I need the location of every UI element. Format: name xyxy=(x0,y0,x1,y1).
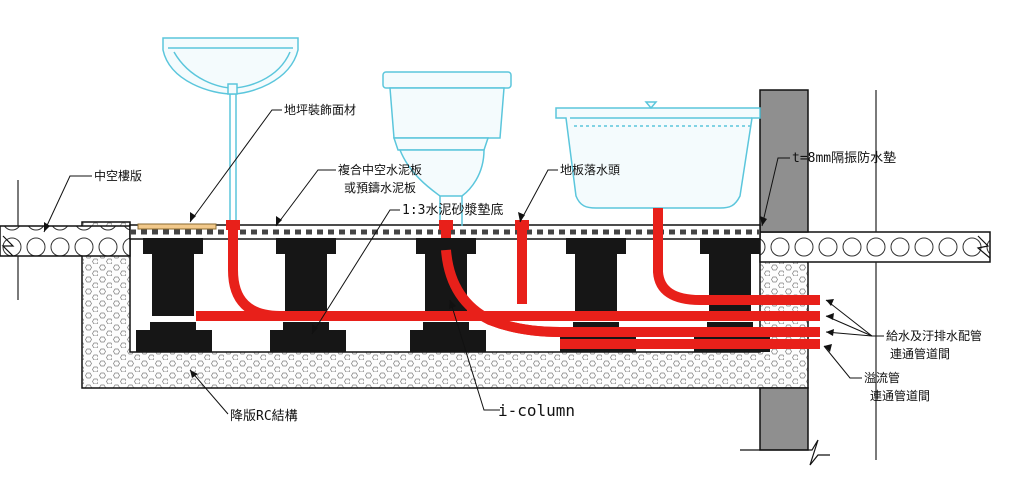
hollow-slab-right xyxy=(759,231,991,263)
label-mortar: 1:3水泥砂漿墊底 xyxy=(402,202,503,218)
label-composite-board-1: 複合中空水泥板 xyxy=(338,162,422,177)
bathtub-icon xyxy=(555,101,761,209)
label-overflow-2: 連通管道間 xyxy=(870,388,930,403)
pipe-joints xyxy=(226,220,529,230)
leader-lines xyxy=(43,109,884,415)
label-composite-board-2: 或預鑄水泥板 xyxy=(344,180,416,195)
bathtub-drain-pipe xyxy=(653,208,820,305)
hollow-slab-left xyxy=(0,225,131,257)
label-hollow-slab: 中空樓版 xyxy=(94,168,142,183)
label-floor-drain: 地板落水頭 xyxy=(560,163,620,177)
label-supply-drain-1: 給水及汙排水配管 xyxy=(886,328,982,343)
label-floor-finish: 地坪裝飾面材 xyxy=(284,103,356,117)
leader-arrowheads xyxy=(44,212,834,378)
toilet-icon xyxy=(382,71,512,226)
label-supply-drain-2: 連通管道間 xyxy=(890,346,950,361)
wall xyxy=(740,89,830,466)
labels: 中空樓版 地坪裝飾面材 複合中空水泥板 或預鑄水泥板 1:3水泥砂漿墊底 地板落… xyxy=(94,103,982,424)
label-i-column: i-column xyxy=(498,401,575,420)
label-lowered-slab: 降版RC結構 xyxy=(230,409,298,424)
pedestal-column xyxy=(136,238,212,352)
pipes-front xyxy=(196,249,820,349)
pedestal-column xyxy=(270,238,346,352)
floor-finish-material xyxy=(137,223,217,230)
structure-guide-lines xyxy=(17,90,877,460)
label-isolation-pad: t=8mm隔振防水墊 xyxy=(792,150,896,166)
washbasin-icon xyxy=(162,37,299,226)
label-overflow-1: 溢流管 xyxy=(864,370,900,385)
